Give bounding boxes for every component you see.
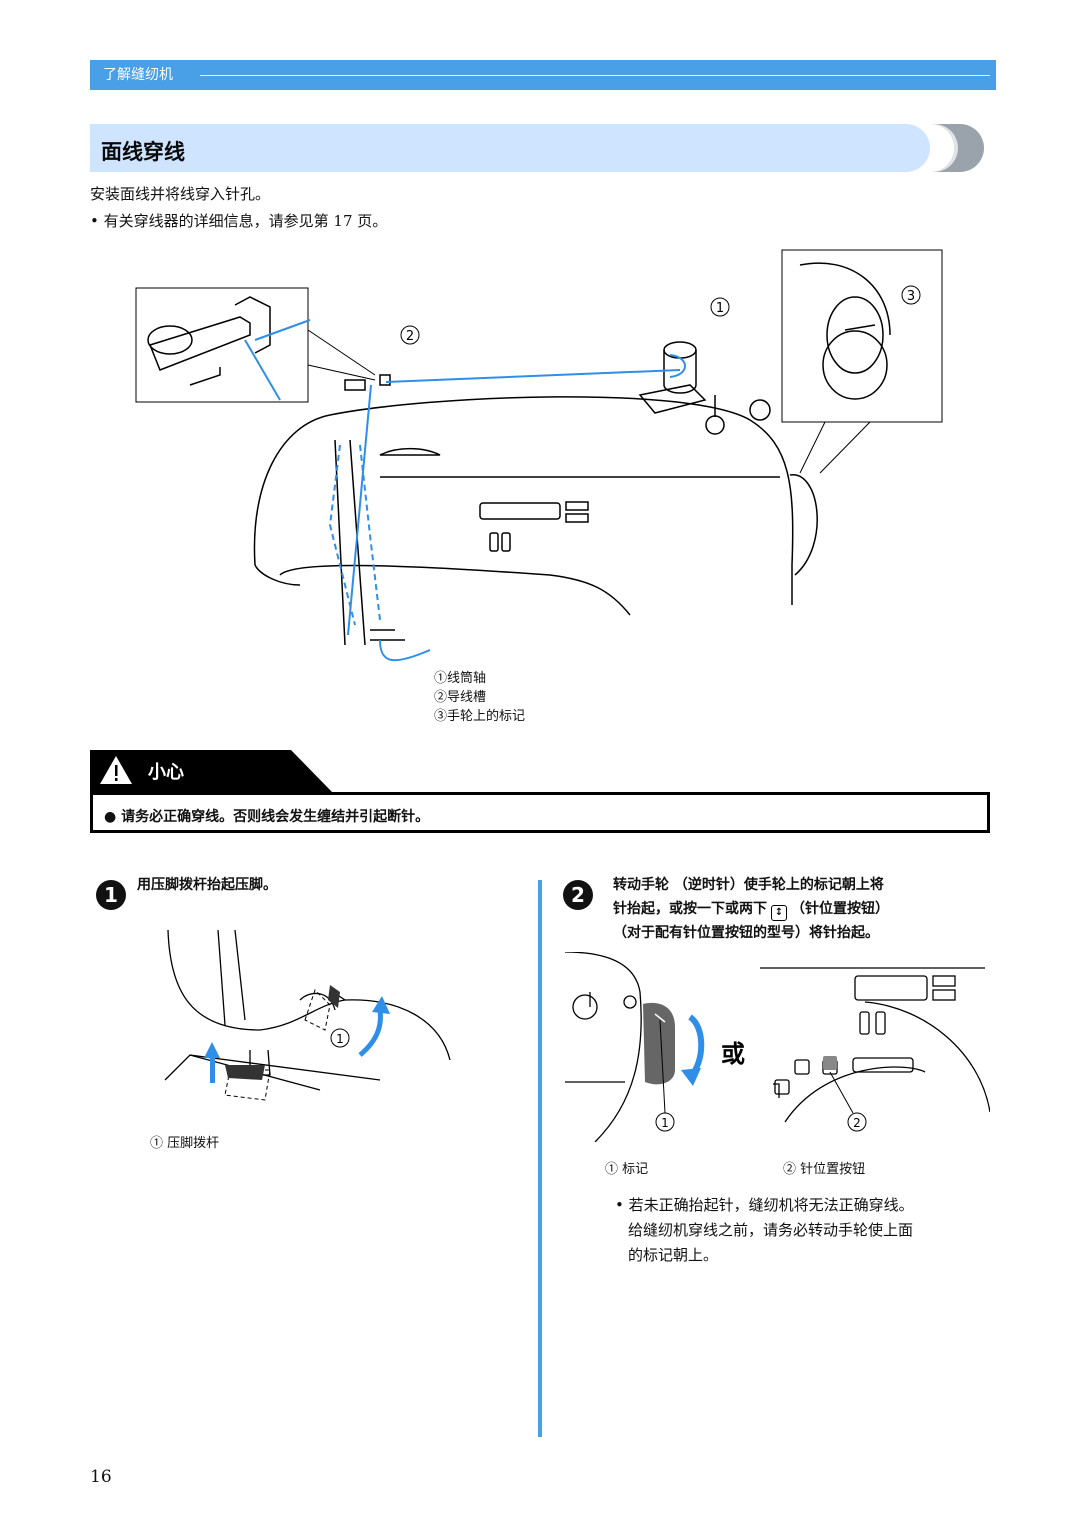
bullet-dot: •: [90, 212, 104, 230]
step2-callout-1: 1: [661, 1116, 669, 1130]
bullet-dot: •: [615, 1196, 629, 1214]
step2-note-line3: 的标记朝上。: [628, 1246, 719, 1264]
callout-1: 1: [716, 301, 724, 316]
step2-line3: （对于配有针位置按钮的型号）将针抬起。: [613, 925, 879, 941]
step1-legend: ① 压脚拨杆: [150, 1136, 220, 1151]
handwheel-diagram: 或 1 2: [565, 952, 990, 1142]
step1-number-icon: 1: [96, 880, 126, 910]
legend-item: ①线筒轴: [434, 671, 487, 686]
step2-text: 转动手轮 （逆时针）使手轮上的标记朝上将 针抬起，或按一下或两下↕（针位置按钮）…: [613, 873, 889, 945]
page-title: 面线穿线: [101, 140, 185, 164]
step2-line2b: （针位置按钮）: [791, 901, 889, 917]
caution-message: 请务必正确穿线。否则线会发生缠结并引起断针。: [121, 809, 430, 825]
needle-position-icon: ↕: [771, 905, 787, 921]
or-label: 或: [721, 1040, 745, 1068]
step2-note: • 若未正确抬起针，缝纫机将无法正确穿线。 给缝纫机穿线之前，请务必转动手轮使上…: [615, 1193, 914, 1268]
step2-number-icon: 2: [563, 880, 593, 910]
intro-bullet-text: 有关穿线器的详细信息，请参见第 17 页。: [103, 212, 388, 230]
title-decoration: [922, 124, 984, 172]
step2-note-text1: 若未正确抬起针，缝纫机将无法正确穿线。: [628, 1196, 914, 1214]
intro-bullet: • 有关穿线器的详细信息，请参见第 17 页。: [90, 210, 387, 231]
page-number: 16: [90, 1467, 112, 1487]
step2-line1: 转动手轮 （逆时针）使手轮上的标记朝上将: [613, 877, 884, 893]
threading-diagram: 1 2 3: [135, 249, 943, 662]
step2-note-line2: 给缝纫机穿线之前，请务必转动手轮使上面: [628, 1221, 914, 1239]
step2-line2a: 针抬起，或按一下或两下: [613, 901, 767, 917]
caution-box: [90, 792, 990, 833]
step2-legend-1: ① 标记: [605, 1162, 649, 1177]
legend-item: ②导线槽: [434, 690, 487, 705]
step2-callout-2: 2: [853, 1116, 861, 1130]
step1-text: 用压脚拨杆抬起压脚。: [137, 877, 277, 893]
caution-tab: [90, 750, 332, 792]
column-divider: [538, 880, 542, 1437]
caution-heading: 小心: [148, 762, 184, 783]
step2-legend-2: ② 针位置按钮: [783, 1162, 866, 1177]
step2-note-line1: • 若未正确抬起针，缝纫机将无法正确穿线。: [615, 1193, 914, 1218]
callout-2: 2: [406, 329, 414, 344]
step1-callout: 1: [336, 1032, 344, 1046]
presser-foot-diagram: 1: [164, 930, 451, 1101]
figure-legend: ①线筒轴 ②导线槽 ③手轮上的标记: [434, 669, 525, 726]
caution-text: ● 请务必正确穿线。否则线会发生缠结并引起断针。: [104, 806, 429, 826]
intro-line: 安装面线并将线穿入针孔。: [90, 185, 271, 203]
header-rule: [200, 75, 990, 76]
step2-line2: 针抬起，或按一下或两下↕（针位置按钮）: [613, 897, 889, 921]
title-bar: [90, 124, 930, 172]
legend-item: ③手轮上的标记: [434, 709, 526, 724]
section-label: 了解缝纫机: [103, 67, 173, 83]
caution-bullet-icon: ●: [104, 809, 122, 825]
callout-3: 3: [907, 289, 915, 304]
